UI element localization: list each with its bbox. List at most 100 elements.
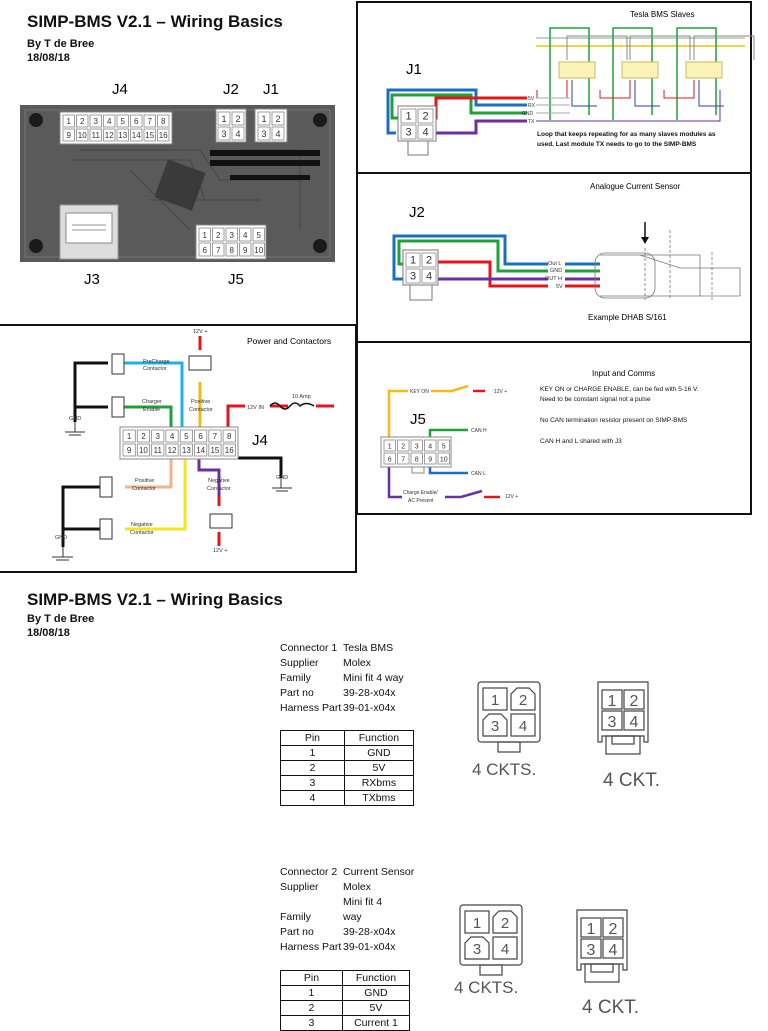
pin-number: 1 (388, 443, 392, 450)
pin-cell (62, 128, 75, 142)
pin-number: 6 (203, 246, 208, 255)
pin-number: 2 (422, 111, 428, 123)
pin-cell (400, 124, 417, 140)
pin-number: 8 (415, 456, 419, 463)
sensor-caption: Example DHAB S/161 (588, 313, 667, 322)
info-value: 39-28-x04x (343, 687, 396, 699)
pin-cell (208, 429, 222, 443)
label-j5: J5 (228, 271, 244, 288)
ckt-label-2: 4 CKT. (582, 997, 639, 1018)
pin-cell (405, 252, 421, 268)
pin-cell (421, 268, 437, 284)
pin-cell (383, 452, 396, 465)
table-cell: 4 (280, 790, 345, 806)
pin-number: 2 (141, 432, 146, 441)
pin-number: 3 (473, 941, 481, 958)
comms-note-2: Need to be constant signal not a pulse (540, 396, 651, 403)
pin-cell (157, 114, 170, 128)
pin-number: 10 (139, 446, 148, 455)
pin-number: 15 (210, 446, 219, 455)
svg-text:GND: GND (550, 268, 562, 274)
pin-cell (212, 242, 225, 257)
pin-number: 15 (145, 131, 154, 140)
info-value: 39-28-x04x (343, 926, 396, 938)
pin-number: 7 (213, 432, 218, 441)
svg-text:Contactor: Contactor (143, 366, 167, 372)
pin-cell (179, 443, 193, 457)
tesla-title: Tesla BMS Slaves (630, 10, 694, 19)
svg-text:12V +: 12V + (213, 548, 228, 554)
svg-text:OUT H: OUT H (545, 276, 562, 282)
pin-number: 3 (415, 443, 419, 450)
pin-number: 8 (161, 117, 166, 126)
pin-number: 5 (442, 443, 446, 450)
info-value: Mini fit 4 way (343, 672, 404, 684)
svg-text:Contactor: Contactor (130, 530, 154, 536)
svg-text:GND: GND (55, 535, 67, 541)
pin-cell (116, 114, 129, 128)
pin-cell (252, 227, 265, 242)
pin-number: 10 (254, 246, 263, 255)
label-j3: J3 (84, 271, 100, 288)
pin-number: 3 (410, 271, 416, 283)
pin-cell (179, 429, 193, 443)
pin-cell (89, 128, 102, 142)
pin-cell (257, 126, 271, 141)
svg-text:5V: 5V (556, 284, 563, 290)
pin-cell (405, 268, 421, 284)
table-cell: RXbms (343, 775, 415, 791)
doc-author: By T de Bree (27, 613, 95, 625)
info-value: 39-01-x04x (343, 941, 396, 953)
info-value: Molex (343, 657, 372, 669)
pin-cell (437, 452, 450, 465)
info-value: Tesla BMS (343, 642, 394, 654)
pin-number: 4 (609, 942, 618, 959)
pin-cell (239, 242, 252, 257)
pin-number: 2 (501, 915, 509, 932)
pin-cell (143, 114, 156, 128)
pin-cell (143, 128, 156, 142)
pin-number: 1 (491, 692, 499, 709)
svg-text:GND: GND (276, 475, 288, 481)
pin-cell (225, 227, 238, 242)
pin-cell (165, 429, 179, 443)
tesla-note-1: Loop that keeps repeating for as many sl… (537, 131, 716, 138)
pin-number: 13 (118, 131, 127, 140)
pin-number: 5 (257, 231, 262, 240)
pin-cell (231, 111, 245, 126)
pin-number: 3 (156, 432, 161, 441)
slave-module-connector (558, 61, 596, 79)
pin-number: 1 (587, 921, 596, 938)
pin-number: 1 (203, 231, 208, 240)
pin-cell (417, 124, 434, 140)
info-key: Family (280, 672, 311, 684)
power-j4-label: J4 (252, 432, 268, 449)
pin-number: 12 (105, 131, 114, 140)
pin-number: 2 (80, 117, 85, 126)
pin-number: 13 (182, 446, 191, 455)
pin-cell (62, 114, 75, 128)
pin-cell (103, 128, 116, 142)
pin-number: 3 (94, 117, 99, 126)
pin-number: 4 (275, 129, 280, 139)
pin-cell (116, 128, 129, 142)
pin-number: 4 (426, 271, 432, 283)
info-key: Harness Part (280, 702, 342, 714)
svg-text:GND: GND (69, 416, 81, 422)
pin-number: 11 (92, 131, 101, 140)
pin-cell (437, 439, 450, 452)
doc-date: 18/08/18 (27, 627, 70, 639)
pin-number: 7 (216, 246, 221, 255)
pin-cell (194, 443, 208, 457)
svg-text:CAN H: CAN H (471, 428, 487, 434)
label-j2: J2 (223, 81, 239, 98)
pin-number: 5 (184, 432, 189, 441)
svg-text:CAN L: CAN L (471, 471, 486, 477)
info-key: Connector 1 (280, 642, 338, 654)
